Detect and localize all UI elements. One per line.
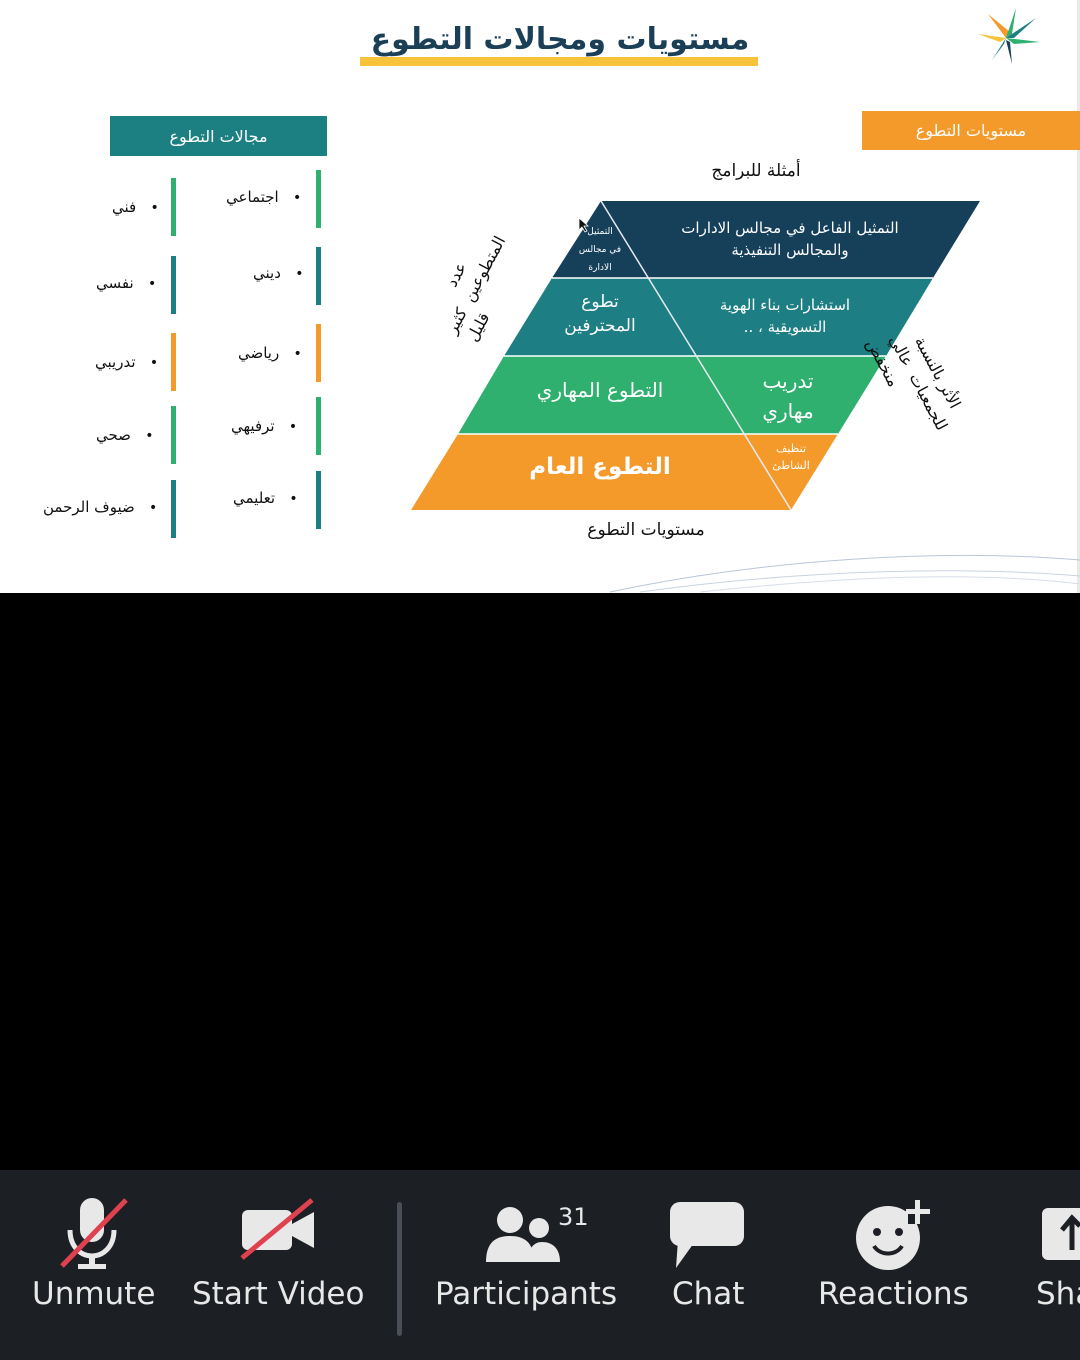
reactions-icon [856,1200,930,1270]
field-bar [316,324,321,382]
field-bar [316,170,321,228]
levels-axis-label: مستويات التطوع [587,520,705,540]
field-bar [316,397,321,455]
tier-4-band [411,434,838,510]
field-item: • ديني [253,264,304,282]
ministry-logo-icon [978,8,1040,64]
participants-label: Participants [435,1276,618,1312]
cursor-icon [578,217,590,233]
tier-1-band [552,201,980,278]
reactions-button[interactable] [816,0,970,190]
levels-header: مستويات التطوع [862,111,1080,150]
unmute-label: Unmute [32,1276,156,1312]
share-label: Share [1036,1276,1080,1312]
field-bar [171,480,176,538]
tier-3-band [458,356,886,434]
field-item: • تدريبي [95,353,159,371]
field-item: • تعليمي [233,489,298,507]
unmute-button[interactable] [30,0,155,190]
field-bar [316,247,321,305]
field-bar [171,333,176,391]
field-item: • صحي [96,426,154,444]
start-video-label: Start Video [192,1276,365,1312]
field-item: • نفسي [96,274,157,292]
chat-label: Chat [672,1276,745,1312]
toolbar-divider [397,1202,402,1336]
share-icon [1042,1208,1080,1260]
field-bar [171,178,176,236]
microphone-muted-icon [60,1198,128,1269]
tier-2-band [504,278,933,356]
chat-button[interactable] [664,0,750,190]
share-button[interactable] [1030,0,1080,190]
field-bar [316,471,321,529]
shared-slide: مستويات ومجالات التطوع مجالات التطوع مست… [0,0,1080,593]
participants-button[interactable] [432,0,616,190]
participants-icon [486,1207,560,1262]
chat-icon [670,1202,744,1268]
field-item: • اجتماعي [226,188,302,206]
reactions-label: Reactions [818,1276,969,1312]
field-item: • ترفيهي [231,417,298,435]
field-bar [171,256,176,314]
slide-edge [1077,0,1080,593]
field-bar [171,406,176,464]
fields-header: مجالات التطوع [110,116,327,156]
field-item: • رياضي [238,344,302,362]
title-underline [360,57,758,66]
tier3-left-text: التطوع المهاري [536,378,664,402]
participants-count: 31 [558,1203,589,1231]
field-item: • فني [112,198,159,216]
field-item: • ضيوف الرحمن [43,498,158,516]
examples-label: أمثلة للبرامج [711,161,801,181]
volunteering-pyramid [411,200,1080,593]
tier4-left-text: التطوع العام [529,454,671,480]
slide-title: مستويات ومجالات التطوع [370,22,750,57]
video-off-icon [240,1198,314,1260]
start-video-button[interactable] [190,0,362,190]
